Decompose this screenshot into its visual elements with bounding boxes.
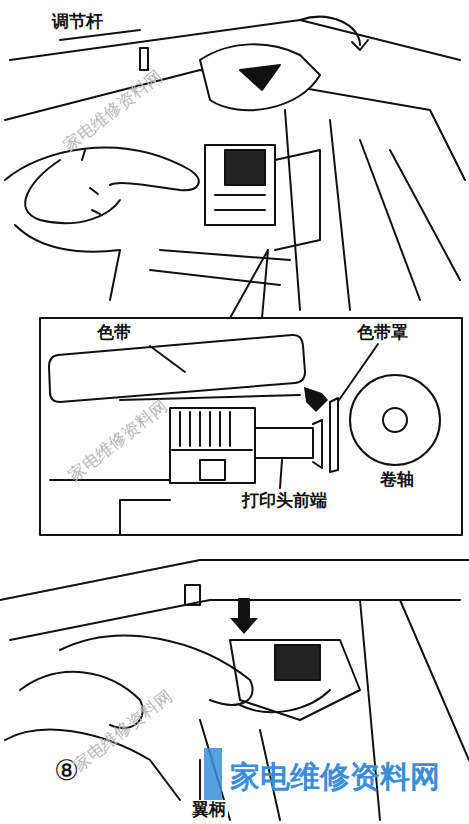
- watermark: 家电维修资料网: [60, 67, 166, 156]
- part-label: 打印头前端: [240, 491, 329, 511]
- part-label: 色带罩: [355, 323, 410, 343]
- logo-watermark: 家电维修资料网: [230, 760, 440, 795]
- part-label: 色带: [95, 323, 133, 343]
- part-label: 调节杆: [50, 12, 105, 32]
- part-label: 翼柄: [190, 800, 228, 820]
- part-label: 卷轴: [378, 470, 416, 490]
- watermark: 家电维修资料网: [70, 687, 176, 776]
